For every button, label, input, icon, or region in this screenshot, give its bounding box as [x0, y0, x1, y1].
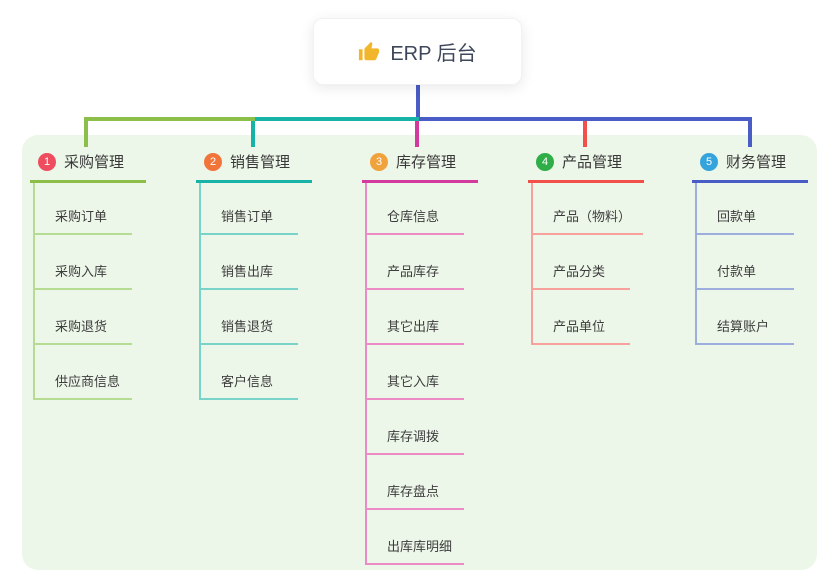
- branch-children: 回款单 付款单 结算账户: [695, 183, 794, 345]
- branch-title-finance[interactable]: 5 财务管理: [692, 145, 808, 183]
- branch-number-badge: 1: [38, 152, 56, 171]
- subtopic[interactable]: 客户信息: [201, 345, 298, 400]
- branch-title-label: 采购管理: [64, 154, 125, 171]
- subtopic[interactable]: 销售出库: [201, 235, 298, 290]
- root-node[interactable]: ERP 后台: [313, 18, 522, 85]
- subtopic-label: 其它出库: [367, 316, 464, 345]
- branch-children: 仓库信息 产品库存 其它出库 其它入库 库存调拨 库存盘点 出库库明细: [365, 183, 465, 565]
- subtopic[interactable]: 采购订单: [35, 183, 132, 235]
- subtopic[interactable]: 采购退货: [35, 290, 132, 345]
- subtopic[interactable]: 其它入库: [367, 345, 464, 400]
- subtopic[interactable]: 库存盘点: [367, 455, 464, 510]
- branch-children: 销售订单 销售出库 销售退货 客户信息: [199, 183, 298, 400]
- subtopic[interactable]: 仓库信息: [367, 183, 464, 235]
- branch-title-label: 财务管理: [726, 154, 787, 171]
- branch-number-badge: 4: [536, 152, 554, 171]
- branch-title-sales[interactable]: 2 销售管理: [196, 145, 312, 183]
- subtopic[interactable]: 结算账户: [697, 290, 794, 345]
- branch-title-product[interactable]: 4 产品管理: [528, 145, 644, 183]
- branch-number-badge: 2: [204, 152, 222, 171]
- branch-connector-sales: [251, 121, 255, 147]
- subtopic-label: 销售退货: [201, 316, 298, 345]
- subtopic[interactable]: 出库库明细: [367, 510, 465, 565]
- branch-sales: 2 销售管理 销售订单 销售出库 销售退货 客户信息: [196, 145, 312, 400]
- subtopic-label: 销售订单: [201, 206, 298, 235]
- subtopic-label: 库存盘点: [367, 481, 464, 510]
- subtopic-label: 供应商信息: [35, 371, 133, 400]
- subtopic[interactable]: 回款单: [697, 183, 794, 235]
- subtopic-label: 出库库明细: [367, 536, 465, 565]
- bus-line-blue: [419, 117, 752, 121]
- subtopic[interactable]: 其它出库: [367, 290, 464, 345]
- subtopic-label: 产品（物料）: [533, 206, 644, 235]
- subtopic-label: 客户信息: [201, 371, 298, 400]
- branch-connector-finance: [748, 121, 752, 147]
- branch-number-badge: 3: [370, 152, 388, 171]
- subtopic[interactable]: 产品（物料）: [533, 183, 644, 235]
- branch-connector-product: [583, 121, 587, 147]
- branch-title-purchase[interactable]: 1 采购管理: [30, 145, 146, 183]
- subtopic-label: 付款单: [697, 261, 794, 290]
- subtopic-label: 仓库信息: [367, 206, 464, 235]
- branch-title-label: 销售管理: [230, 154, 291, 171]
- subtopic[interactable]: 库存调拨: [367, 400, 464, 455]
- branch-title-label: 库存管理: [396, 154, 457, 171]
- subtopic[interactable]: 销售订单: [201, 183, 298, 235]
- subtopic-label: 其它入库: [367, 371, 464, 400]
- branch-connector-purchase: [84, 121, 88, 147]
- root-connector-line: [416, 83, 420, 119]
- branch-children: 产品（物料） 产品分类 产品单位: [531, 183, 644, 345]
- subtopic-label: 结算账户: [697, 316, 794, 345]
- branch-purchase: 1 采购管理 采购订单 采购入库 采购退货 供应商信息: [30, 145, 146, 400]
- thumbs-up-icon: [359, 41, 380, 60]
- branch-connector-inventory: [415, 121, 419, 147]
- subtopic[interactable]: 产品库存: [367, 235, 464, 290]
- branch-title-inventory[interactable]: 3 库存管理: [362, 145, 478, 183]
- subtopic[interactable]: 采购入库: [35, 235, 132, 290]
- branch-product: 4 产品管理 产品（物料） 产品分类 产品单位: [528, 145, 644, 345]
- subtopic-label: 采购入库: [35, 261, 132, 290]
- subtopic-label: 库存调拨: [367, 426, 464, 455]
- subtopic-label: 采购退货: [35, 316, 132, 345]
- subtopic[interactable]: 销售退货: [201, 290, 298, 345]
- subtopic-label: 产品单位: [533, 316, 630, 345]
- subtopic[interactable]: 产品单位: [533, 290, 643, 345]
- bus-line-green: [84, 117, 255, 121]
- mindmap-panel: [22, 135, 817, 570]
- subtopic-label: 产品库存: [367, 261, 464, 290]
- branch-inventory: 3 库存管理 仓库信息 产品库存 其它出库 其它入库 库存调拨 库存盘点 出库库…: [362, 145, 478, 565]
- subtopic[interactable]: 供应商信息: [35, 345, 133, 400]
- branch-number-badge: 5: [700, 152, 718, 171]
- subtopic[interactable]: 产品分类: [533, 235, 643, 290]
- subtopic-label: 回款单: [697, 206, 794, 235]
- subtopic[interactable]: 付款单: [697, 235, 794, 290]
- branch-children: 采购订单 采购入库 采购退货 供应商信息: [33, 183, 133, 400]
- subtopic-label: 采购订单: [35, 206, 132, 235]
- root-title: ERP 后台: [390, 43, 477, 65]
- branch-finance: 5 财务管理 回款单 付款单 结算账户: [692, 145, 808, 345]
- subtopic-label: 销售出库: [201, 261, 298, 290]
- subtopic-label: 产品分类: [533, 261, 630, 290]
- branch-title-label: 产品管理: [562, 154, 623, 171]
- bus-line-teal: [255, 117, 419, 121]
